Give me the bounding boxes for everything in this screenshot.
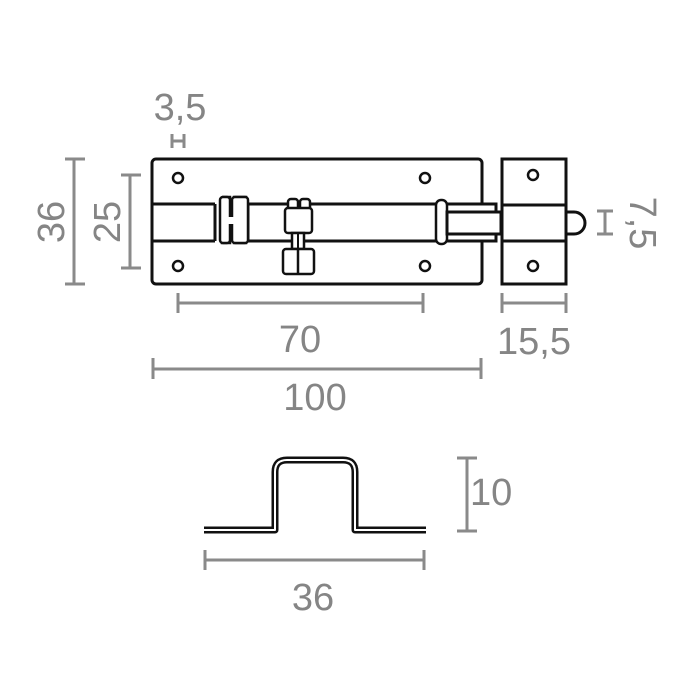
sliding-bolt [218,195,503,276]
svg-text:15,5: 15,5 [497,321,571,363]
dimension-plate-height: 36 [31,157,85,286]
svg-text:36: 36 [292,577,334,619]
screw-hole-icon [171,171,185,185]
svg-text:100: 100 [283,377,346,419]
svg-text:3,5: 3,5 [154,87,207,129]
svg-text:10: 10 [470,472,512,514]
svg-text:36: 36 [31,201,73,243]
screw-hole-icon [171,259,185,273]
keeper-profile [204,456,426,534]
svg-text:25: 25 [87,201,129,243]
screw-hole-icon [418,171,432,185]
screw-hole-icon [418,259,432,273]
dimension-keeper-profile-width: 36 [203,550,426,619]
dimension-plate-length: 100 [151,358,483,419]
dimension-keeper-profile-height: 10 [457,456,512,533]
keeper [500,157,587,286]
screw-hole-icon [526,259,540,273]
dimension-bolt-diameter: 7,5 [597,197,663,250]
svg-text:7,5: 7,5 [621,197,663,250]
screw-hole-icon [526,168,540,182]
svg-text:70: 70 [279,319,321,361]
dimension-pin-diameter: 3,5 [154,87,207,148]
dimension-hole-spacing: 70 [176,293,425,361]
dimension-keeper-width: 15,5 [497,293,571,363]
dimension-bolt-channel-height: 25 [87,173,141,270]
